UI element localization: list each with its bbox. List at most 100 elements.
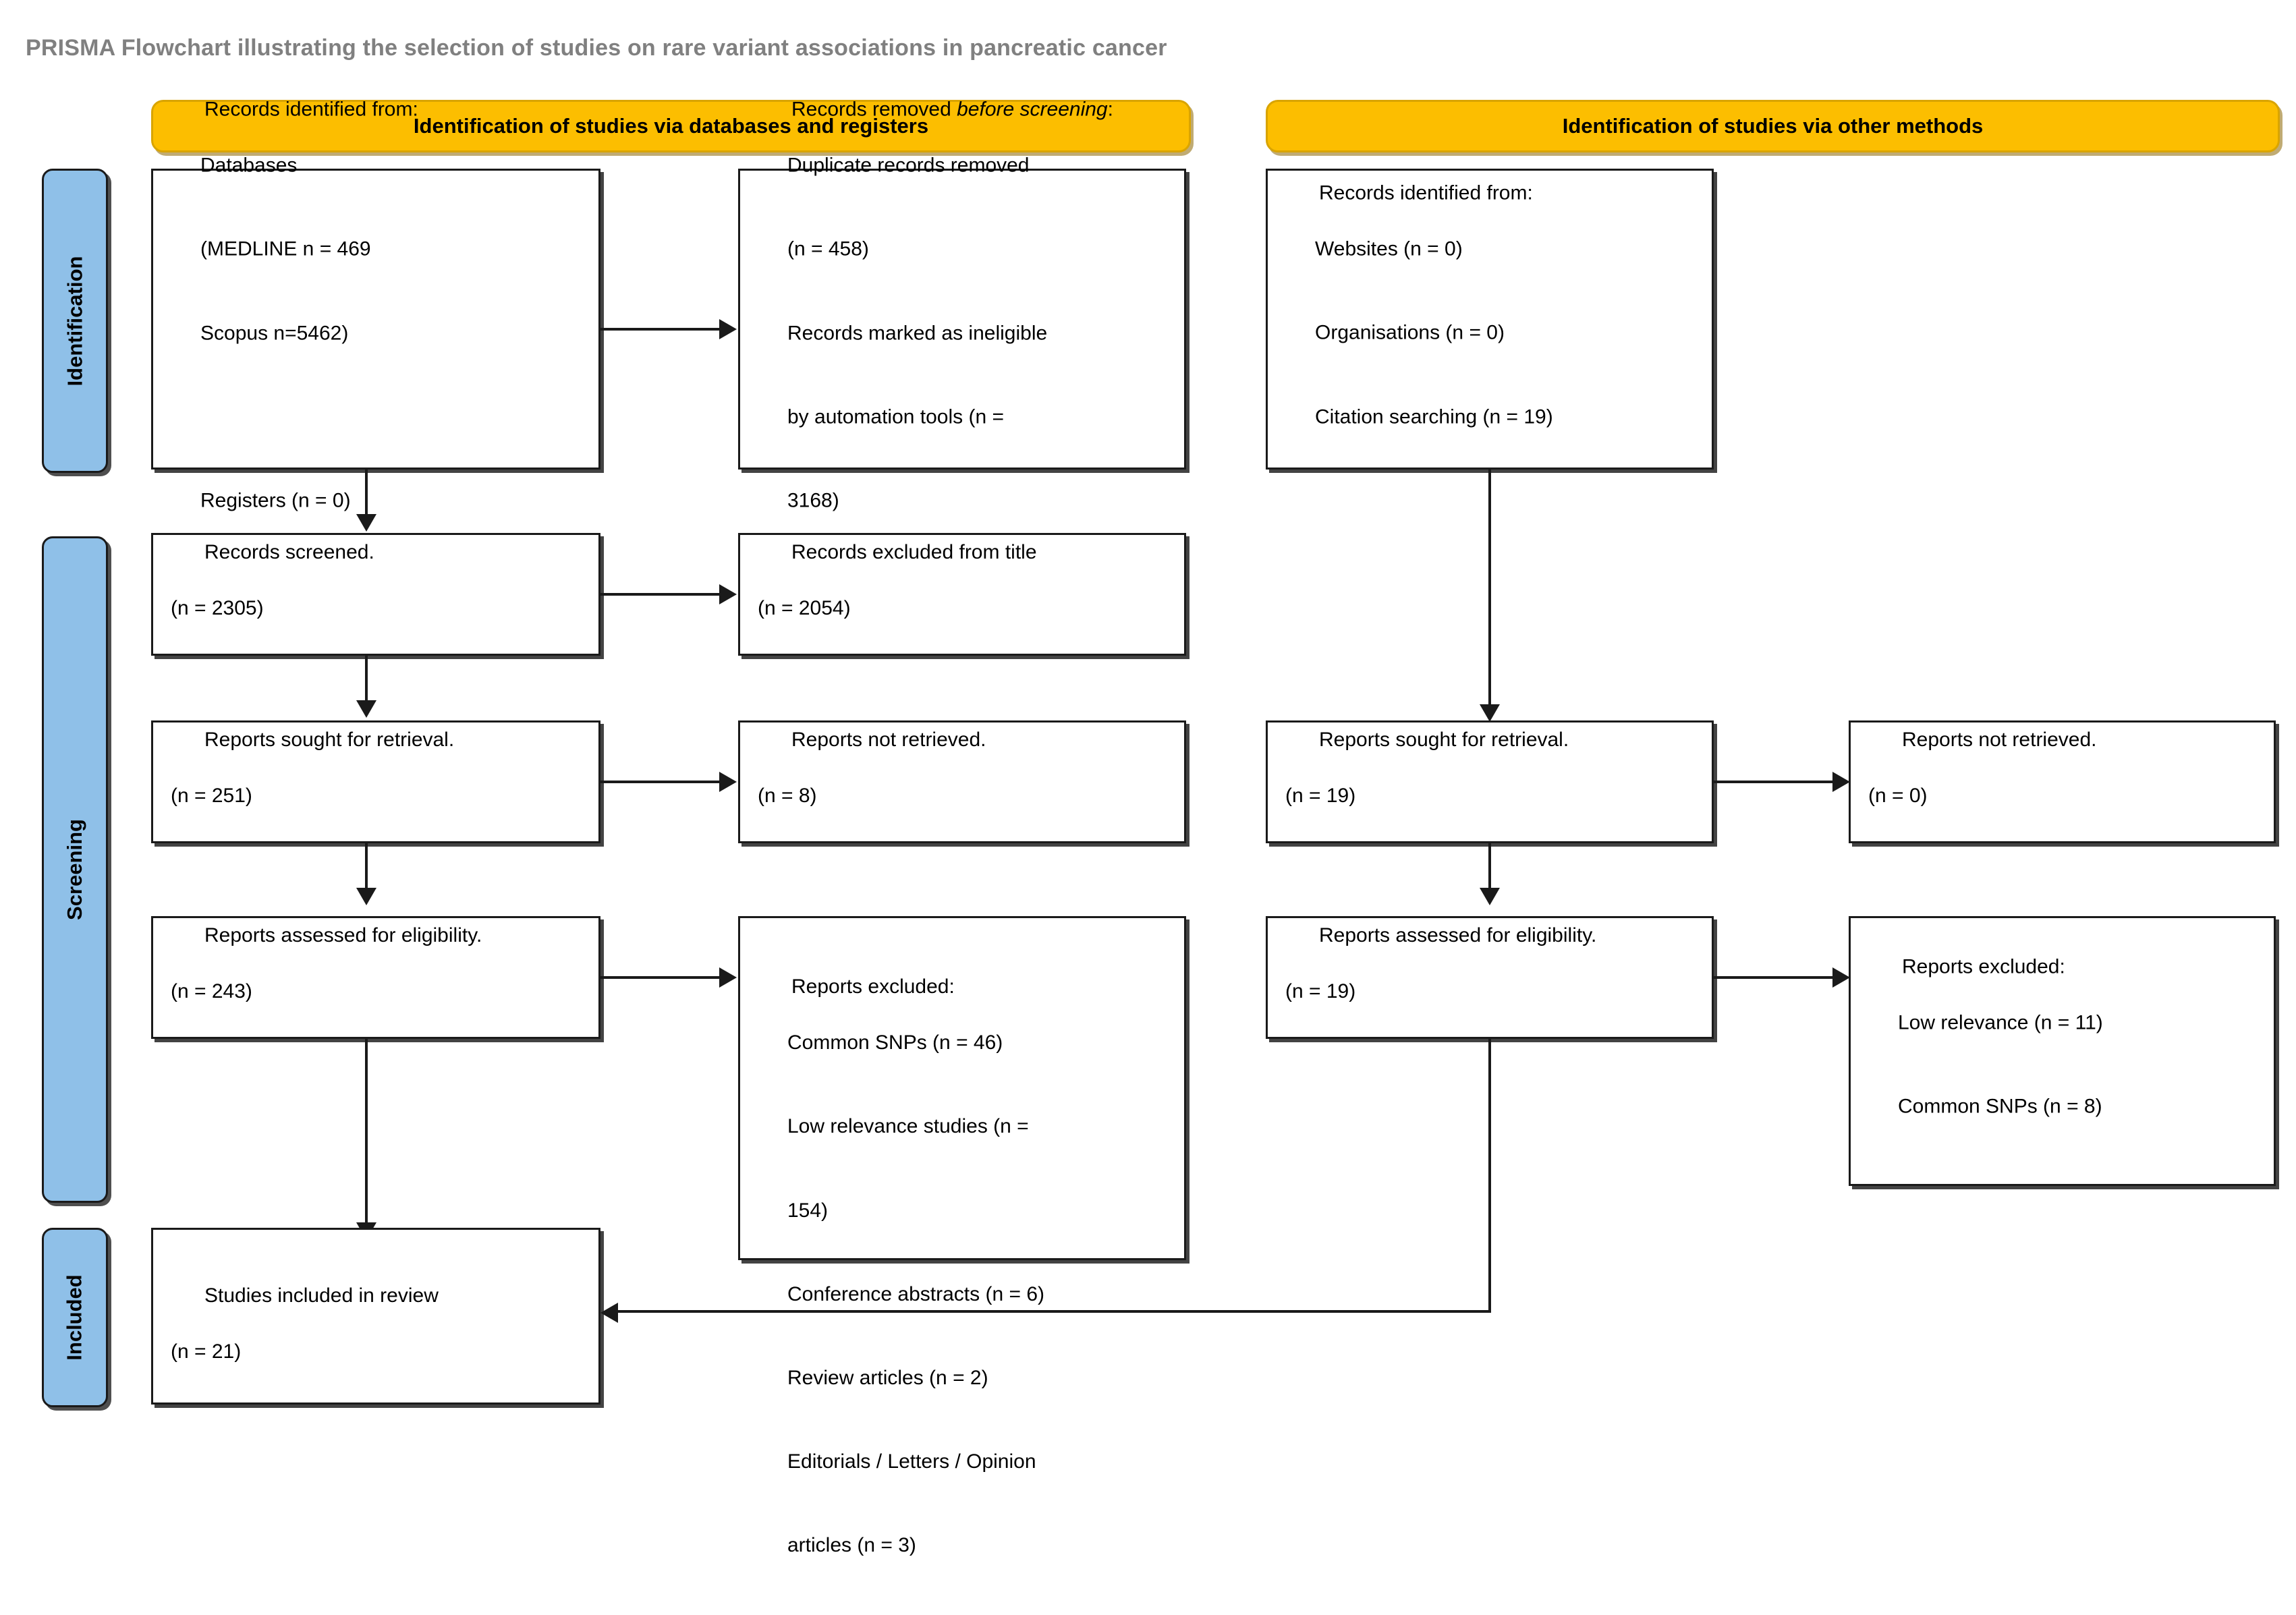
rail-identification-label: Identification <box>63 256 87 386</box>
records-identified-db-line-1: (MEDLINE n = 469 <box>200 237 371 260</box>
connector-assessed-to-excluded-right-line <box>1714 976 1832 979</box>
box-records-identified-databases-text: Records identified from: Databases (MEDL… <box>171 67 589 570</box>
records-removed-heading-post: : <box>1107 98 1113 121</box>
rail-screening-label: Screening <box>63 819 87 920</box>
box-reports-excluded-left-text: Reports excluded: Common SNPs (n = 46) L… <box>758 945 1175 1615</box>
box-records-identified-databases: Records identified from: Databases (MEDL… <box>151 98 600 511</box>
reports-assessed-right-line-1: Reports assessed for eligibility. <box>1319 924 1597 947</box>
connector-sought-to-assessed-left-line <box>365 843 368 888</box>
rail-included-label: Included <box>63 1274 87 1361</box>
box-studies-included-text: Studies included in review (n = 21) <box>171 1254 589 1421</box>
reports-sought-left-line-1: Reports sought for retrieval. <box>204 729 455 752</box>
box-reports-excluded-right: Reports excluded: Low relevance (n = 11)… <box>1849 916 2276 1186</box>
reports-sought-left-line-2: (n = 251) <box>171 785 252 807</box>
records-removed-heading-pre: Records removed <box>791 98 957 121</box>
records-identified-db-line-3 <box>171 403 589 430</box>
box-records-excluded-title-text: Records excluded from title (n = 2054) <box>758 511 1175 678</box>
box-reports-not-retrieved-left: Reports not retrieved. (n = 8) <box>738 720 1186 843</box>
box-reports-sought-right-text: Reports sought for retrieval. (n = 19) <box>1285 698 1702 866</box>
studies-included-line-1: Studies included in review <box>204 1284 439 1307</box>
banner-other-methods: Identification of studies via other meth… <box>1266 100 2280 152</box>
records-identified-other-heading: Records identified from: <box>1319 182 1533 205</box>
connector-screened-to-excluded-line <box>600 593 719 596</box>
connector-right-to-included-arrowhead <box>600 1303 618 1323</box>
box-studies-included: Studies included in review (n = 21) <box>151 1228 600 1405</box>
records-identified-other-line-0: Websites (n = 0) <box>1315 237 1463 260</box>
records-removed-line-3: by automation tools (n = <box>787 405 1005 428</box>
box-records-removed-before-screening: Records removed before screening: Duplic… <box>738 98 1186 511</box>
reports-excluded-left-heading: Reports excluded: <box>791 975 955 998</box>
rail-identification: Identification <box>42 169 108 473</box>
studies-included-line-2: (n = 21) <box>171 1340 242 1363</box>
connector-assessed-to-excluded-right-arrowhead <box>1832 967 1850 988</box>
reports-not-retrieved-left-line-1: Reports not retrieved. <box>791 729 986 752</box>
records-removed-line-1: (n = 458) <box>787 237 869 260</box>
connector-other-to-sought-arrowhead <box>1480 704 1500 722</box>
box-reports-assessed-right-text: Reports assessed for eligibility. (n = 1… <box>1285 894 1702 1061</box>
connector-assessed-to-excluded-left-arrowhead <box>719 967 737 988</box>
connector-other-to-sought-line <box>1488 470 1491 704</box>
connector-assessed-to-included-line <box>365 1039 368 1228</box>
records-removed-line-2: Records marked as ineligible <box>787 322 1048 344</box>
records-screened-line-2: (n = 2305) <box>171 597 264 619</box>
records-removed-heading-italic: before screening <box>957 98 1108 121</box>
box-records-identified-other-methods: Records identified from: Websites (n = 0… <box>1266 169 1714 470</box>
box-reports-sought-right: Reports sought for retrieval. (n = 19) <box>1266 720 1714 843</box>
box-reports-excluded-left: Reports excluded: Common SNPs (n = 46) L… <box>738 916 1186 1556</box>
box-reports-excluded-right-text: Reports excluded: Low relevance (n = 11)… <box>1868 926 2264 1177</box>
records-identified-db-line-0: Databases <box>200 154 298 177</box>
reports-excluded-left-line-1: Low relevance studies (n = <box>787 1115 1029 1138</box>
box-reports-assessed-left: Reports assessed for eligibility. (n = 2… <box>151 916 600 1039</box>
rail-included: Included <box>42 1228 108 1407</box>
connector-right-to-included-vertical <box>1488 1039 1491 1313</box>
reports-excluded-left-line-4: Review articles (n = 2) <box>787 1366 988 1389</box>
reports-assessed-left-line-2: (n = 243) <box>171 980 252 1002</box>
connector-sought-to-assessed-left-arrowhead <box>356 888 376 905</box>
box-reports-assessed-right: Reports assessed for eligibility. (n = 1… <box>1266 916 1714 1039</box>
reports-excluded-right-line-1: Common SNPs (n = 8) <box>1898 1096 2102 1118</box>
reports-assessed-right-line-2: (n = 19) <box>1285 980 1356 1002</box>
connector-identified-to-screened-arrowhead <box>356 514 376 532</box>
connector-screened-to-sought-arrowhead <box>356 700 376 718</box>
box-reports-sought-left: Reports sought for retrieval. (n = 251) <box>151 720 600 843</box>
reports-not-retrieved-right-line-1: Reports not retrieved. <box>1902 729 2097 752</box>
records-identified-db-heading: Records identified from: <box>204 98 418 121</box>
records-identified-other-line-1: Organisations (n = 0) <box>1315 322 1505 344</box>
box-records-identified-other-text: Records identified from: Websites (n = 0… <box>1285 152 1702 487</box>
records-excluded-title-line-1: Records excluded from title <box>791 541 1037 564</box>
reports-sought-right-line-1: Reports sought for retrieval. <box>1319 729 1569 752</box>
connector-sought-to-notretrieved-left-arrowhead <box>719 772 737 792</box>
reports-assessed-left-line-1: Reports assessed for eligibility. <box>204 924 482 947</box>
prisma-flowchart: PRISMA Flowchart illustrating the select… <box>26 35 2280 1556</box>
box-records-removed-text: Records removed before screening: Duplic… <box>758 67 1175 570</box>
connector-sought-to-assessed-right-line <box>1488 843 1491 888</box>
connector-identified-to-removed-line <box>600 328 719 331</box>
box-records-screened: Records screened. (n = 2305) <box>151 533 600 656</box>
page-title: PRISMA Flowchart illustrating the select… <box>26 35 1167 61</box>
connector-screened-to-sought-line <box>365 656 368 700</box>
box-records-excluded-title: Records excluded from title (n = 2054) <box>738 533 1186 656</box>
box-reports-not-retrieved-left-text: Reports not retrieved. (n = 8) <box>758 698 1175 866</box>
records-excluded-title-line-2: (n = 2054) <box>758 597 851 619</box>
records-identified-db-line-2: Scopus n=5462) <box>200 322 349 344</box>
records-removed-line-0: Duplicate records removed <box>787 154 1030 177</box>
box-reports-not-retrieved-right-text: Reports not retrieved. (n = 0) <box>1868 698 2264 866</box>
reports-excluded-left-line-2: 154) <box>787 1199 829 1222</box>
connector-sought-to-notretrieved-right-line <box>1714 781 1832 783</box>
connector-sought-to-notretrieved-right-arrowhead <box>1832 772 1850 792</box>
connector-assessed-to-excluded-left-line <box>600 976 719 979</box>
connector-identified-to-screened-line <box>365 470 368 514</box>
reports-excluded-right-line-0: Low relevance (n = 11) <box>1898 1011 2103 1034</box>
reports-excluded-left-line-5: Editorials / Letters / Opinion <box>787 1450 1036 1473</box>
box-reports-assessed-left-text: Reports assessed for eligibility. (n = 2… <box>171 894 589 1061</box>
connector-screened-to-excluded-arrowhead <box>719 584 737 604</box>
reports-not-retrieved-left-line-2: (n = 8) <box>758 785 817 807</box>
rail-screening: Screening <box>42 536 108 1203</box>
connector-sought-to-notretrieved-left-line <box>600 781 719 783</box>
reports-excluded-left-line-6: articles (n = 3) <box>787 1534 916 1557</box>
records-identified-db-line-4: Registers (n = 0) <box>200 489 351 512</box>
banner-other-methods-label: Identification of studies via other meth… <box>1562 114 1984 138</box>
reports-excluded-left-line-3: Conference abstracts (n = 6) <box>787 1282 1045 1305</box>
box-reports-sought-left-text: Reports sought for retrieval. (n = 251) <box>171 698 589 866</box>
reports-excluded-right-heading: Reports excluded: <box>1902 956 2065 979</box>
